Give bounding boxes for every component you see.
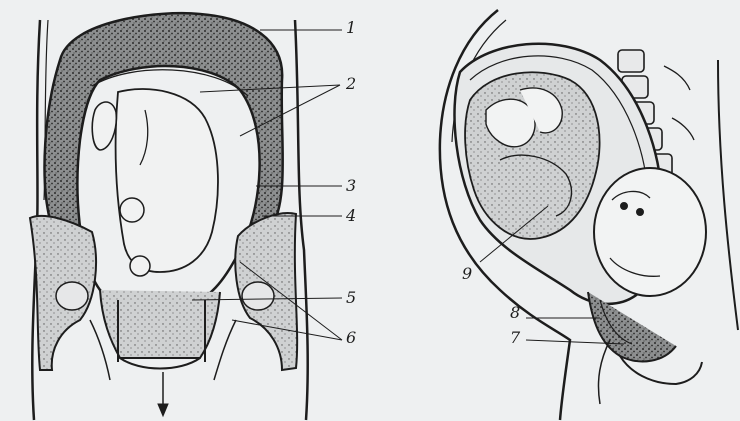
callout-8: 8 — [510, 305, 520, 321]
callout-5: 5 — [346, 290, 356, 306]
callout-3: 3 — [346, 178, 356, 194]
callout-9: 9 — [462, 266, 472, 282]
callout-6: 6 — [346, 330, 356, 346]
callout-1: 1 — [346, 20, 356, 36]
left-frontal-view — [30, 13, 342, 420]
callout-2: 2 — [346, 76, 356, 92]
right-sagittal-view — [440, 10, 738, 420]
fetus — [116, 89, 218, 272]
callout-7: 7 — [510, 330, 520, 346]
callout-4: 4 — [346, 208, 356, 224]
